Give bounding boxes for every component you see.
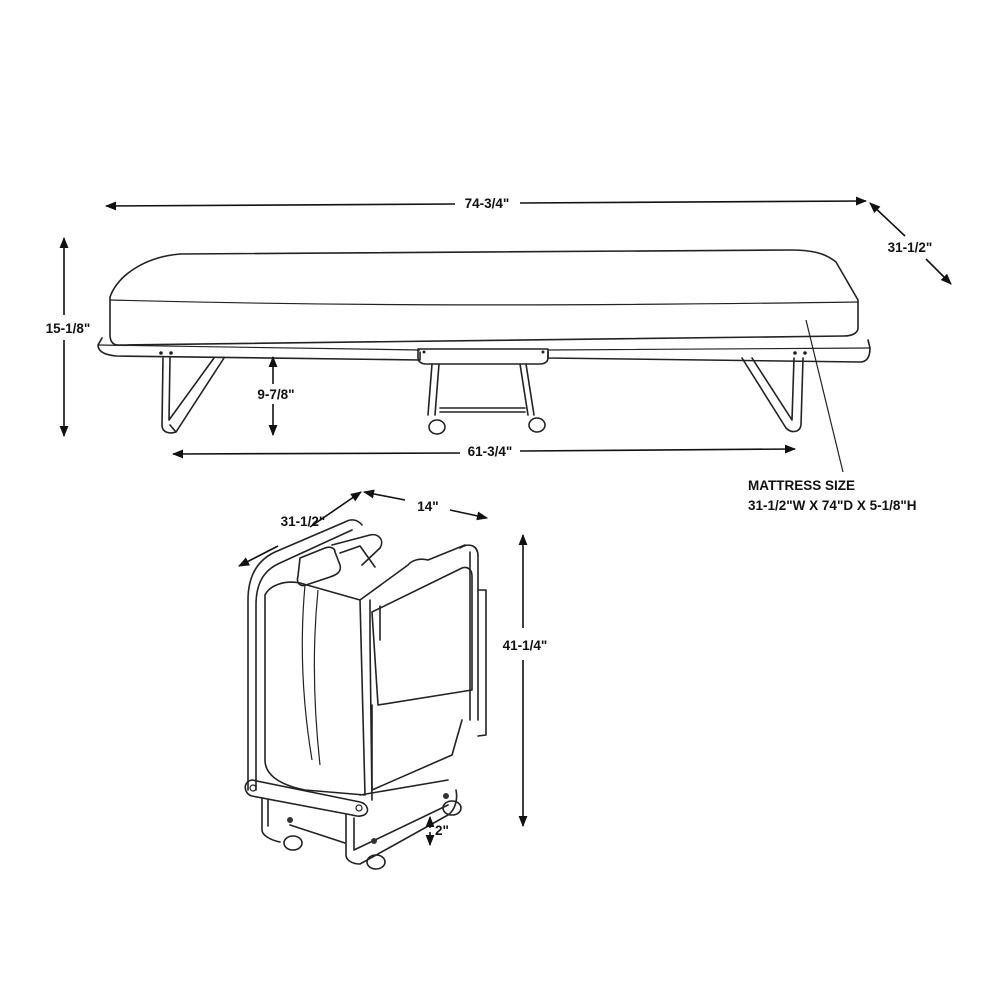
mattress-size-title: MATTRESS SIZE [748,478,855,493]
caster-wheel [528,417,546,433]
dim-overall-height: 15-1/8" [46,321,91,336]
folded-side-panel [371,566,473,706]
folded-mattress [264,581,366,796]
folded-bottom-bar [244,779,369,817]
folded-bed-drawing: 31-1/2" 14" 41-1/4" 2" [238,489,548,870]
carry-handle [296,546,342,587]
caster-wheel [366,854,386,870]
caster-wheel [442,800,462,816]
left-leg [161,357,225,434]
caster-wheel [283,835,303,851]
dim-clearance-height: 9-7/8" [257,387,294,402]
dim-folded-width: 31-1/2" [281,514,326,529]
center-caster-support [417,348,549,365]
right-leg [741,357,804,433]
dim-overall-width: 31-1/2" [888,240,933,255]
mattress-size-value: 31-1/2"W X 74"D X 5-1/8"H [748,498,917,513]
dim-leg-span: 61-3/4" [468,444,513,459]
mattress [109,249,859,346]
mattress-leader-line [805,319,844,473]
caster-wheel [428,419,446,435]
folded-frame [247,519,363,791]
dim-overall-length: 74-3/4" [465,196,510,211]
dim-folded-depth: 14" [417,499,438,514]
open-bed-drawing: 74-3/4" 31-1/2" 15-1/8" 9-7/8" 61-3/4" M… [46,196,952,513]
dim-ground-clearance: 2" [435,823,449,838]
dim-folded-height: 41-1/4" [503,638,548,653]
